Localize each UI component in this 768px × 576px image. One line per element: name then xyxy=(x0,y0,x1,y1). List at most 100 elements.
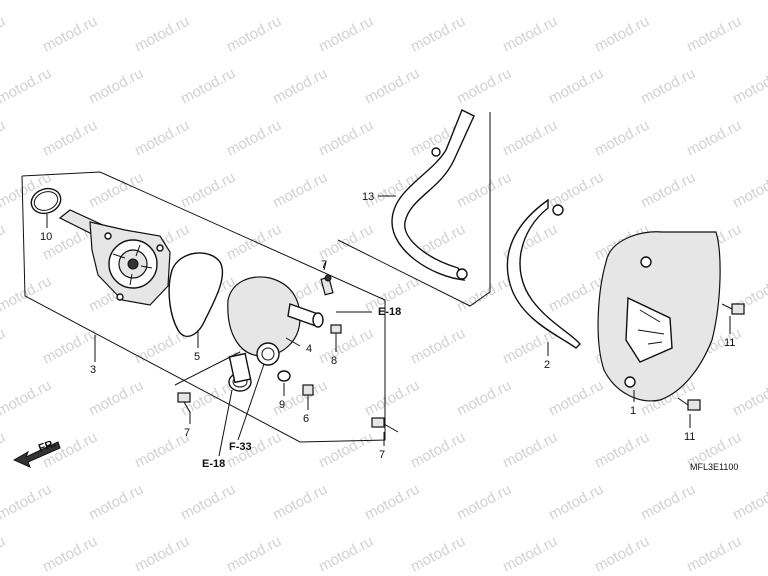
watermark-text: motod.ru xyxy=(684,117,744,160)
watermark-text: motod.ru xyxy=(0,273,54,316)
watermark-text: motod.ru xyxy=(546,169,606,212)
watermark-text: motod.ru xyxy=(546,377,606,420)
callout-11b: 11 xyxy=(684,431,695,443)
watermark-text: motod.ru xyxy=(316,429,376,472)
bracket-frame xyxy=(337,112,491,307)
watermark-text: motod.ru xyxy=(132,117,192,160)
watermark-text: motod.ru xyxy=(0,0,54,4)
ref-e18-right: E-18 xyxy=(378,306,401,318)
watermark-text: motod.ru xyxy=(546,65,606,108)
watermark-text: motod.ru xyxy=(86,169,146,212)
watermark-text: motod.ru xyxy=(270,481,330,524)
watermark-text: motod.ru xyxy=(316,325,376,368)
watermark-text: motod.ru xyxy=(224,221,284,264)
gasket-part-2-hole xyxy=(552,204,564,216)
watermark-text: motod.ru xyxy=(546,0,606,4)
diagram-code: MFL3E1100 xyxy=(690,462,738,472)
water-pump-body-part-3 xyxy=(58,209,171,306)
watermark-text: motod.ru xyxy=(362,377,422,420)
watermark-text: motod.ru xyxy=(86,0,146,4)
watermark-text: motod.ru xyxy=(592,533,652,576)
bracket-part-13 xyxy=(391,109,475,281)
watermark-text: motod.ru xyxy=(592,13,652,56)
watermark-text: motod.ru xyxy=(0,221,8,264)
watermark-text: motod.ru xyxy=(316,533,376,576)
ref-e18-bottom: E-18 xyxy=(202,458,225,470)
bolt-part-11b xyxy=(677,397,701,411)
watermark-text: motod.ru xyxy=(270,65,330,108)
bolt-part-6 xyxy=(302,384,314,404)
watermark-text: motod.ru xyxy=(730,481,768,524)
callout-7c: 7 xyxy=(379,449,385,461)
watermark-text: motod.ru xyxy=(730,65,768,108)
watermark-text: motod.ru xyxy=(684,533,744,576)
front-direction-label: FR. xyxy=(37,437,58,454)
watermark-text: motod.ru xyxy=(0,481,54,524)
watermark-text: motod.ru xyxy=(0,533,8,576)
watermark-text: motod.ru xyxy=(224,13,284,56)
watermark-text: motod.ru xyxy=(684,13,744,56)
leader-lines xyxy=(46,195,731,457)
watermark-text: motod.ru xyxy=(362,0,422,4)
callout-10: 10 xyxy=(40,231,52,243)
watermark-text: motod.ru xyxy=(270,169,330,212)
callout-6: 6 xyxy=(303,413,309,425)
watermark-text: motod.ru xyxy=(592,117,652,160)
bolt-part-7a xyxy=(320,274,334,296)
watermark-text: motod.ru xyxy=(0,13,8,56)
watermark-text: motod.ru xyxy=(40,533,100,576)
watermark-text: motod.ru xyxy=(592,429,652,472)
watermark-text: motod.ru xyxy=(86,65,146,108)
ref-f33: F-33 xyxy=(229,441,252,453)
watermark-text: motod.ru xyxy=(730,169,768,212)
callout-2: 2 xyxy=(544,359,550,371)
front-direction-arrow xyxy=(12,441,61,468)
watermark-text: motod.ru xyxy=(362,481,422,524)
watermark-text: motod.ru xyxy=(500,117,560,160)
watermark-text: motod.ru xyxy=(730,0,768,4)
callout-8: 8 xyxy=(331,355,337,367)
watermark-text: motod.ru xyxy=(316,221,376,264)
watermark-text: motod.ru xyxy=(132,13,192,56)
o-ring-part-10-inner xyxy=(33,191,59,211)
watermark-text: motod.ru xyxy=(178,481,238,524)
cover-part-1 xyxy=(597,231,721,402)
watermark-text: motod.ru xyxy=(0,325,8,368)
watermark-text: motod.ru xyxy=(638,481,698,524)
watermark-text: motod.ru xyxy=(316,117,376,160)
callout-7b: 7 xyxy=(184,427,190,439)
watermark-text: motod.ru xyxy=(546,481,606,524)
bolt-part-7b xyxy=(177,392,191,413)
watermark-text: motod.ru xyxy=(132,533,192,576)
watermark-text: motod.ru xyxy=(362,65,422,108)
watermark-text: motod.ru xyxy=(0,65,54,108)
watermark-text: motod.ru xyxy=(0,377,54,420)
watermark-text: motod.ru xyxy=(224,117,284,160)
washer-part-9 xyxy=(277,370,291,382)
watermark-text: motod.ru xyxy=(500,13,560,56)
watermark-text: motod.ru xyxy=(270,0,330,4)
watermark-text: motod.ru xyxy=(454,169,514,212)
pump-cover-part-4 xyxy=(227,276,324,392)
callout-5: 5 xyxy=(194,351,200,363)
watermark-text: motod.ru xyxy=(638,0,698,4)
watermark-text: motod.ru xyxy=(316,13,376,56)
watermark-text: motod.ru xyxy=(454,65,514,108)
watermark-text: motod.ru xyxy=(500,533,560,576)
watermark-text: motod.ru xyxy=(224,533,284,576)
watermark-text: motod.ru xyxy=(40,13,100,56)
callout-9: 9 xyxy=(279,399,285,411)
watermark-text: motod.ru xyxy=(500,429,560,472)
watermark-text: motod.ru xyxy=(178,0,238,4)
callout-3: 3 xyxy=(90,364,96,376)
callout-7a: 7 xyxy=(321,259,327,271)
bolt-part-8 xyxy=(330,324,342,346)
callout-4: 4 xyxy=(306,343,312,355)
gasket-part-2 xyxy=(506,198,581,349)
watermark-text: motod.ru xyxy=(454,0,514,4)
watermark-text: motod.ru xyxy=(408,13,468,56)
watermark-text: motod.ru xyxy=(454,481,514,524)
watermark-text: motod.ru xyxy=(408,429,468,472)
assembly-frame xyxy=(21,171,386,443)
